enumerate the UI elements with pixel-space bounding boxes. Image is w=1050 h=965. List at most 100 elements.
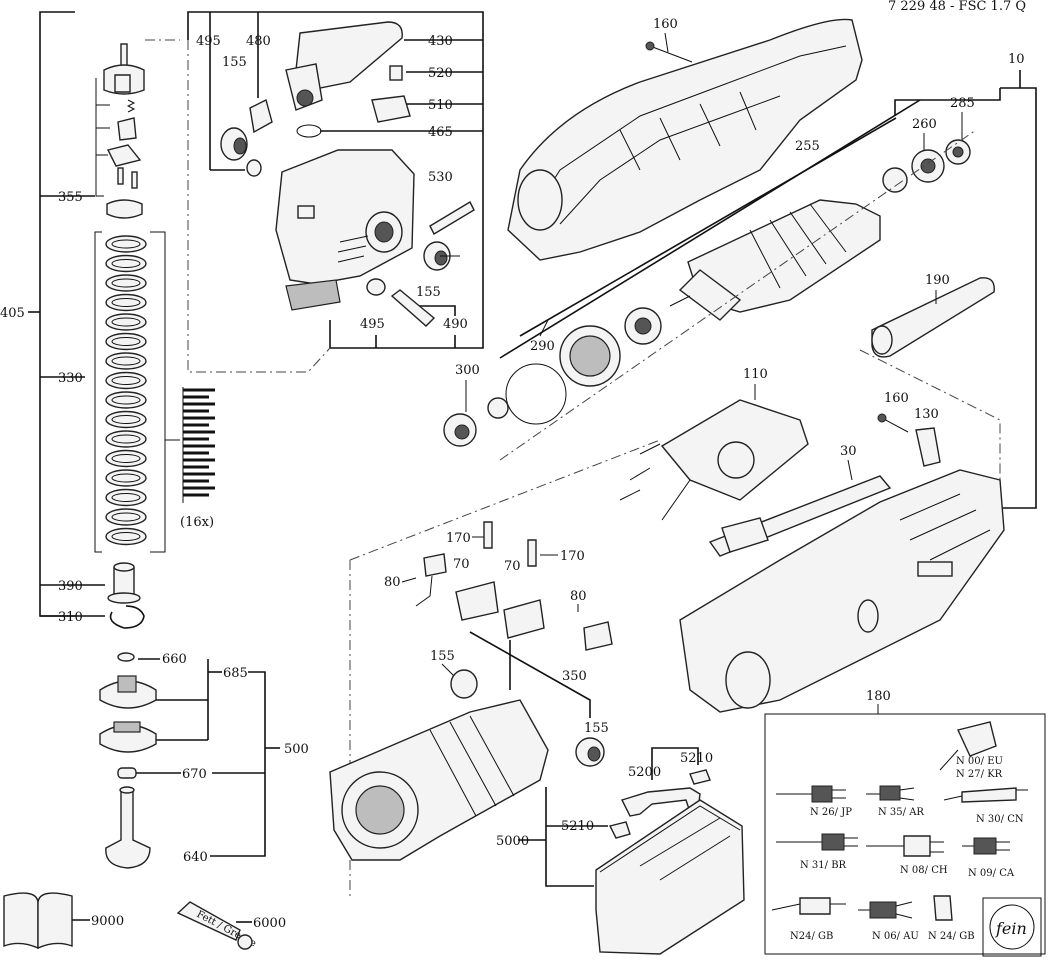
label-465: 465 [428, 125, 453, 140]
disc-spring [111, 278, 141, 288]
brush-80-right [583, 621, 613, 651]
label-155-lower-left: 155 [430, 649, 455, 664]
document-code: 7 229 48 - FSC 1.7 Q [888, 0, 1026, 14]
grease-tube-icon: Fett / Grease [176, 901, 258, 950]
plug-variant-label: N 24/ GB [928, 931, 975, 942]
label-170-left: 170 [446, 531, 471, 546]
disc-spring [111, 493, 141, 502]
handle-cap-190 [871, 277, 995, 358]
brush-80-left [423, 553, 447, 577]
label-80-right: 80 [570, 589, 587, 604]
motor-housing-top [507, 18, 863, 261]
label-70-right: 70 [504, 559, 521, 574]
label-70-left: 70 [453, 557, 470, 572]
label-520: 520 [428, 66, 453, 81]
label-6000: 6000 [253, 916, 286, 931]
disc-spring [111, 239, 141, 249]
plug-variant-label: N 27/ KR [956, 769, 1003, 780]
plug-variant-label: N 35/ AR [878, 807, 924, 818]
label-640: 640 [183, 850, 208, 865]
label-670: 670 [182, 767, 207, 782]
label-330: 330 [58, 371, 83, 386]
switch-slider-30 [708, 475, 892, 557]
disc-spring [111, 532, 141, 541]
label-530: 530 [428, 170, 453, 185]
disc-spring [105, 469, 147, 487]
plug-variant-label: N 06/ AU [872, 931, 919, 942]
manual-book-icon [3, 892, 73, 950]
screw-160-right [877, 413, 909, 433]
label-10: 10 [1008, 52, 1025, 67]
label-500: 500 [284, 742, 309, 757]
disc-spring [111, 259, 141, 268]
label-5200: 5200 [628, 765, 661, 780]
plug-variant-label: N 00/ EU [956, 756, 1003, 767]
plug-variant-label: N 31/ BR [800, 860, 847, 871]
label-180: 180 [866, 689, 891, 704]
disc-spring [105, 527, 147, 546]
label-16x: (16x) [180, 515, 214, 530]
disc-spring [105, 274, 147, 292]
label-155-top: 155 [222, 55, 247, 70]
electronics-110 [619, 399, 809, 521]
label-155-mid: 155 [416, 285, 441, 300]
label-510: 510 [428, 98, 453, 113]
disc-spring [105, 352, 147, 370]
label-155-lower-right: 155 [584, 721, 609, 736]
clamp-parts-group [95, 43, 145, 219]
label-5000: 5000 [496, 834, 529, 849]
label-170-right: 170 [560, 549, 585, 564]
label-290: 290 [530, 339, 555, 354]
disc-spring [111, 337, 141, 346]
disc-spring [105, 449, 147, 468]
label-190: 190 [925, 273, 950, 288]
screw-170-right [527, 539, 537, 567]
comb-spring-icon [182, 387, 215, 503]
label-350: 350 [562, 669, 587, 684]
clutch-parts-group [99, 652, 157, 869]
stator-field-350 [329, 699, 549, 861]
plug-variant-label: N 26/ JP [810, 807, 852, 818]
disc-spring [111, 298, 141, 307]
disc-spring [105, 410, 147, 429]
plug-icons [771, 721, 1028, 921]
label-310: 310 [58, 610, 83, 625]
disc-spring [105, 332, 147, 351]
label-495-top: 495 [196, 34, 221, 49]
disc-spring [105, 391, 147, 409]
brush-holder-70-right [503, 599, 545, 639]
bearing-155-left [450, 669, 478, 699]
plug-variant-label: N 09/ CA [968, 868, 1015, 879]
part-130 [915, 427, 941, 467]
label-130: 130 [914, 407, 939, 422]
disc-spring [105, 293, 147, 312]
label-5210-left: 5210 [561, 819, 594, 834]
motor-housing-bottom [679, 469, 1005, 713]
screw-170-left [483, 521, 493, 549]
label-660: 660 [162, 652, 187, 667]
plug-variant-label: N 30/ CN [976, 814, 1024, 825]
label-30: 30 [840, 444, 857, 459]
plug-variant-label: N24/ GB [790, 931, 833, 942]
label-160-right: 160 [884, 391, 909, 406]
label-80-left: 80 [384, 575, 401, 590]
label-495-bottom: 495 [360, 317, 385, 332]
bushing-390 [107, 562, 141, 604]
label-685: 685 [223, 666, 248, 681]
label-160-top: 160 [653, 17, 678, 32]
label-490: 490 [443, 317, 468, 332]
disc-spring [111, 317, 141, 327]
retaining-ring-310 [109, 605, 145, 629]
label-300: 300 [455, 363, 480, 378]
bracket-500 [136, 658, 280, 857]
brush-holder-70-left [455, 581, 499, 621]
bracket-405 [28, 11, 105, 617]
label-430: 430 [428, 34, 453, 49]
disc-spring [111, 512, 141, 522]
disc-spring [105, 430, 147, 448]
disc-spring [105, 371, 147, 390]
label-260: 260 [912, 117, 937, 132]
disc-spring [105, 235, 147, 253]
disc-spring [111, 376, 141, 385]
label-405: 405 [0, 306, 25, 321]
